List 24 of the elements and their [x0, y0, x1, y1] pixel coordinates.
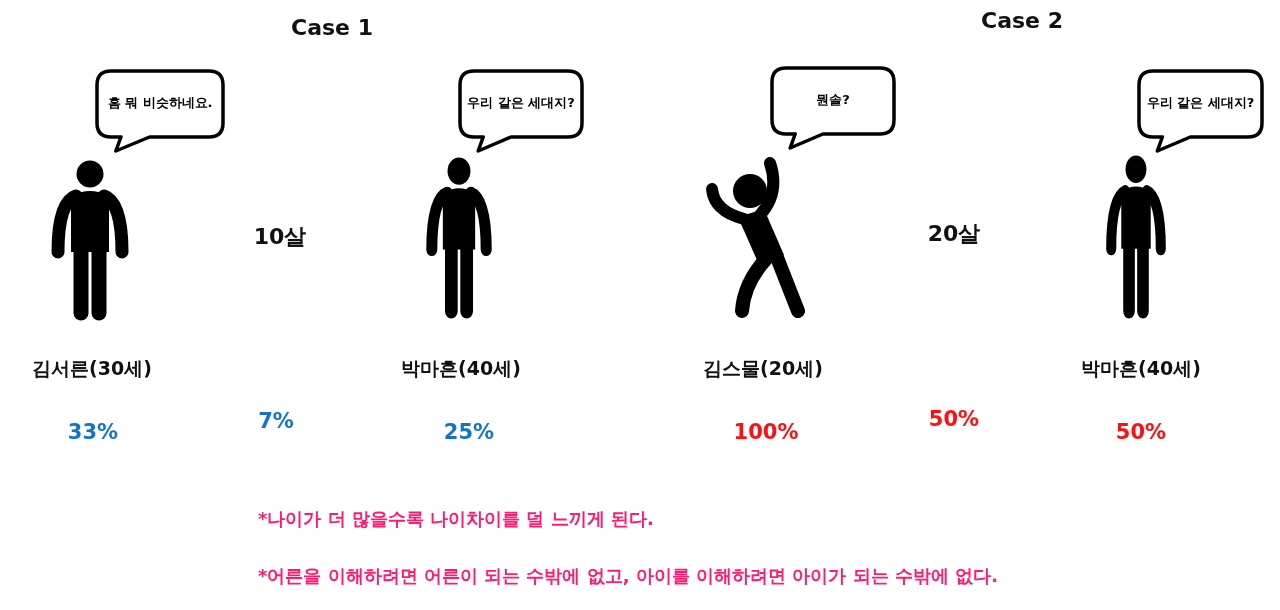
bubble-text: 흠 뭐 비슷하네요. [107, 95, 213, 111]
speech-bubble [770, 66, 896, 150]
percentage-value: 7% [258, 409, 294, 435]
bubble-text: 우리 같은 세대지? [467, 95, 575, 111]
case-heading: Case 1 [291, 15, 373, 42]
speech-bubble [1137, 69, 1264, 153]
percentage-value: 50% [928, 407, 980, 433]
percentage-value: 50% [1115, 420, 1167, 446]
speech-bubble [95, 69, 225, 153]
bubble-text: 뭔솔? [816, 92, 850, 108]
percentage-value: 100% [733, 420, 799, 446]
bubble-text: 우리 같은 세대지? [1146, 95, 1255, 111]
percentage-value: 25% [443, 420, 495, 446]
age-gap-label: 20살 [927, 221, 981, 248]
person-name: 박마흔(40세) [401, 357, 521, 380]
note-text: *나이가 더 많을수록 나이차이를 덜 느끼게 된다. [258, 508, 654, 530]
age-gap-label: 10살 [253, 224, 307, 251]
person-name: 김서른(30세) [32, 357, 152, 380]
person-name: 박마흔(40세) [1081, 357, 1201, 380]
percentage-value: 33% [67, 420, 119, 446]
person-name: 김스물(20세) [703, 357, 823, 380]
note-text: *어른을 이해하려면 어른이 되는 수밖에 없고, 아이를 이해하려면 아이가 되는 수밖에 없다. [258, 565, 999, 587]
case-heading: Case 2 [981, 8, 1063, 35]
speech-bubble [458, 69, 584, 153]
